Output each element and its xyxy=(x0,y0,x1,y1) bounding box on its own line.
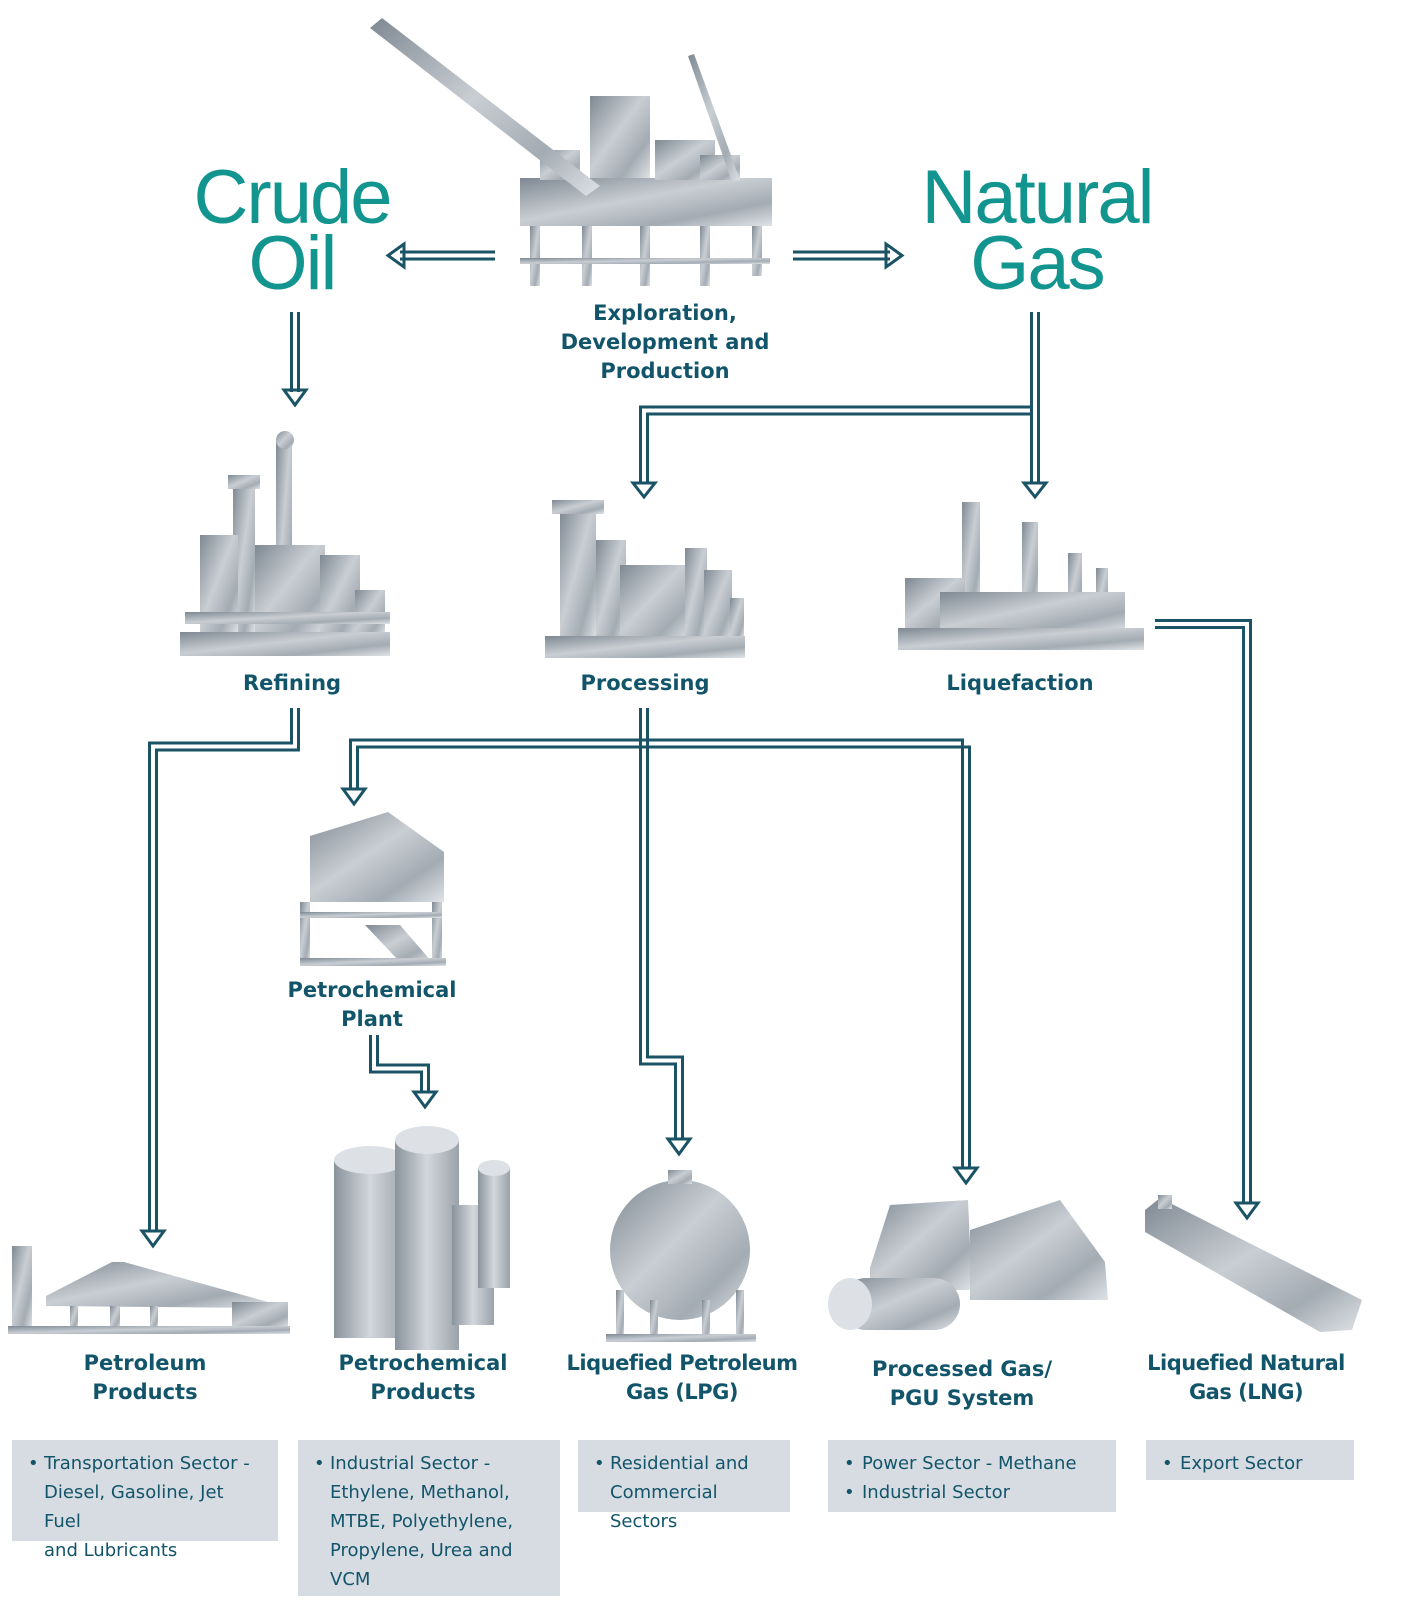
liquefaction-label: Liquefaction xyxy=(946,671,1094,695)
usage-text: Propylene, Urea and VCM xyxy=(330,1540,513,1590)
product-title-processed-gas: Processed Gas/ PGU System xyxy=(856,1355,1068,1413)
petrochemical-plant-label: Petrochemical Plant xyxy=(280,976,464,1034)
petrochemical-plant-line2: Plant xyxy=(341,1007,403,1031)
offshore-platform-icon xyxy=(370,18,772,286)
usage-box-lng: Export Sector xyxy=(1146,1440,1354,1480)
usage-item: Industrial Sector - Ethylene, Methanol, … xyxy=(312,1449,548,1594)
product-title-line: Products xyxy=(370,1380,476,1404)
arrow-crude-to-refining xyxy=(290,312,300,392)
product-title-line: Liquefied Natural xyxy=(1147,1351,1345,1375)
product-title-line: Petrochemical xyxy=(338,1351,508,1375)
lng-tanker-icon xyxy=(1145,1195,1362,1332)
refining-label: Refining xyxy=(242,671,342,695)
arrow-plant-to-products xyxy=(369,1035,430,1092)
exploration-line3: Production xyxy=(600,359,730,383)
product-title-line: Products xyxy=(92,1380,198,1404)
usage-text: Ethylene, Methanol, xyxy=(330,1482,510,1503)
product-title-line: Gas (LNG) xyxy=(1188,1380,1304,1404)
product-title-line: Petroleum xyxy=(83,1351,207,1375)
usage-text: Transportation Sector - xyxy=(44,1453,250,1474)
exploration-line1: Exploration, xyxy=(593,301,737,325)
arrow-to-natural-gas xyxy=(793,241,905,270)
product-title-petrochemical: Petrochemical Products xyxy=(318,1349,528,1407)
usage-text: MTBE, Polyethylene, xyxy=(330,1511,514,1532)
product-title-line: Liquefied Petroleum xyxy=(566,1351,798,1375)
usage-item: Residential and Commercial Sectors xyxy=(592,1449,778,1536)
usage-box-petrochemical: Industrial Sector - Ethylene, Methanol, … xyxy=(298,1440,560,1596)
usage-item: Export Sector xyxy=(1160,1449,1342,1478)
arrow-processing-to-lpg xyxy=(639,708,684,1140)
petrochemical-plant-icon xyxy=(300,812,446,966)
arrow-gas-to-processing xyxy=(639,405,1032,484)
arrow-liquefaction-to-lng xyxy=(1155,619,1252,1203)
connectors xyxy=(139,241,1261,1249)
natural-gas-title-line2: Gas xyxy=(970,221,1105,306)
usage-box-lpg: Residential and Commercial Sectors xyxy=(578,1440,790,1532)
usage-item: Transportation Sector - Diesel, Gasoline… xyxy=(26,1449,266,1565)
crude-oil-title-line2: Oil xyxy=(248,221,338,306)
petrochemical-plant-line1: Petrochemical xyxy=(287,978,457,1002)
product-title-petroleum: Petroleum Products xyxy=(40,1349,250,1407)
refinery-icon xyxy=(180,431,390,656)
usage-item: Power Sector - Methane xyxy=(842,1449,1104,1478)
usage-box-petroleum: Transportation Sector - Diesel, Gasoline… xyxy=(12,1440,278,1561)
usage-text: Commercial Sectors xyxy=(610,1482,718,1532)
gas-pipeline-icon xyxy=(828,1200,1108,1330)
pipes-icon xyxy=(334,1126,510,1350)
exploration-line2: Development and xyxy=(560,330,770,354)
product-title-lng: Liquefied Natural Gas (LNG) xyxy=(1138,1349,1354,1407)
product-title-line: Processed Gas/ xyxy=(871,1357,1053,1381)
lpg-sphere-tank-icon xyxy=(606,1170,756,1342)
lng-plant-icon xyxy=(898,502,1144,650)
usage-text: Residential and xyxy=(610,1453,749,1474)
product-title-line: PGU System xyxy=(889,1386,1035,1410)
processing-plant-icon xyxy=(545,500,745,658)
usage-text: Diesel, Gasoline, Jet Fuel xyxy=(44,1482,224,1532)
crude-oil-title: Crude Oil xyxy=(186,155,398,306)
arrow-gas-to-liquefaction xyxy=(1030,312,1040,484)
product-title-line: Gas (LPG) xyxy=(626,1380,738,1404)
product-title-lpg: Liquefied Petroleum Gas (LPG) xyxy=(566,1349,798,1407)
arrow-to-crude-oil xyxy=(385,241,495,270)
exploration-label: Exploration, Development and Production xyxy=(540,299,790,386)
processing-label: Processing xyxy=(580,671,710,695)
usage-text: and Lubricants xyxy=(44,1540,178,1561)
usage-item: Industrial Sector xyxy=(842,1478,1104,1507)
gas-station-icon xyxy=(8,1246,290,1334)
usage-box-processed-gas: Power Sector - Methane Industrial Sector xyxy=(828,1440,1116,1512)
natural-gas-title-line1: Natural xyxy=(921,155,1155,240)
crude-oil-title-line1: Crude xyxy=(193,155,393,240)
arrow-processing-to-petrochemical xyxy=(349,738,971,1168)
usage-text: Industrial Sector - xyxy=(330,1453,491,1474)
natural-gas-title: Natural Gas xyxy=(915,155,1159,306)
arrow-refining-to-petroleum xyxy=(148,708,300,1232)
